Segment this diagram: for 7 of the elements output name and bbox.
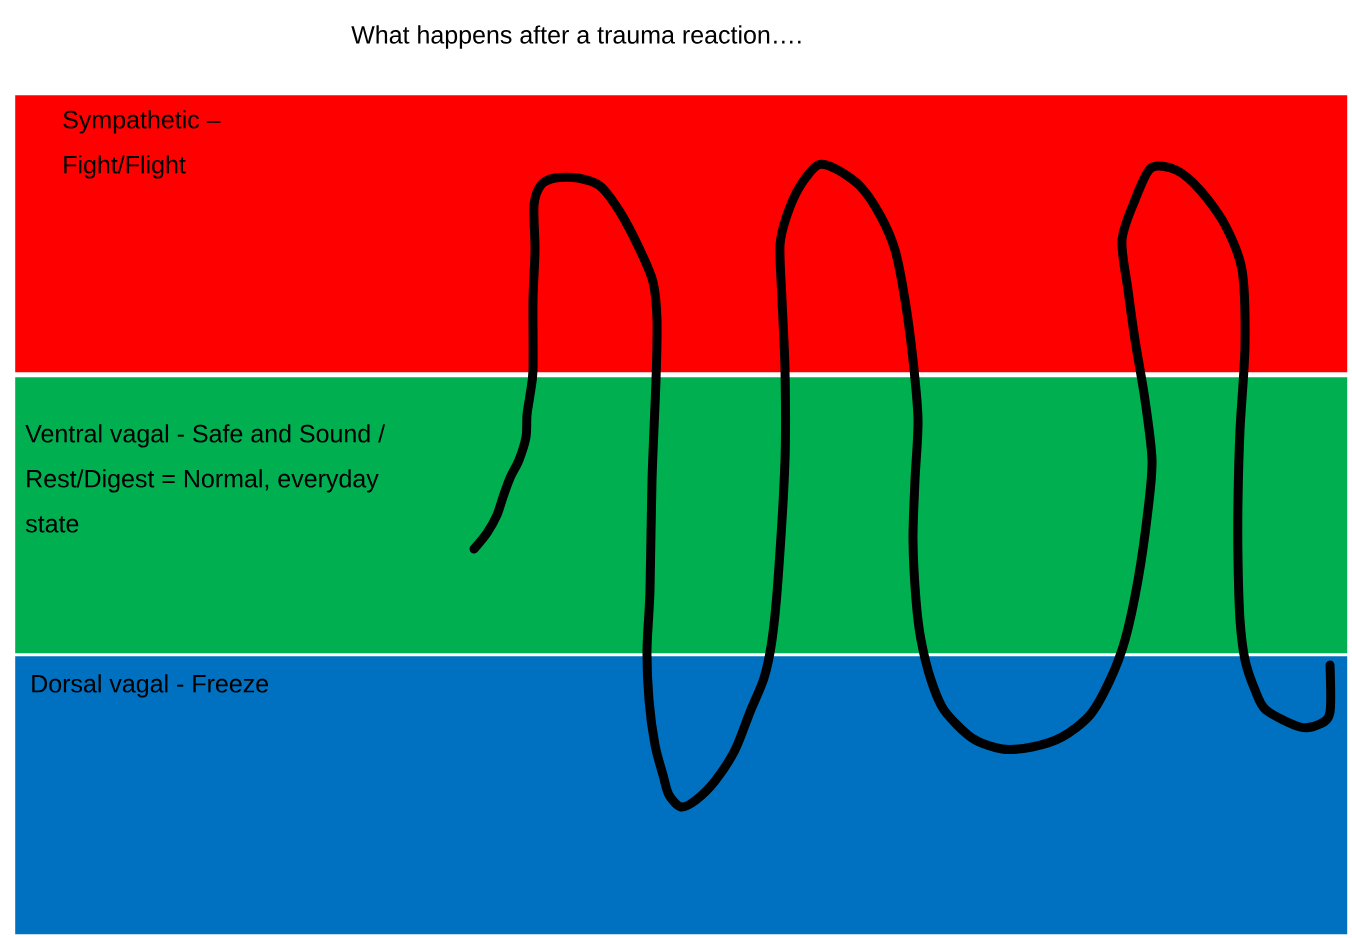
state-band xyxy=(15,377,1348,654)
band-label: Sympathetic – Fight/Flight xyxy=(63,110,221,179)
state-band xyxy=(15,95,1348,373)
title: What happens after a trauma reaction…. xyxy=(351,25,801,49)
state-band xyxy=(15,656,1348,935)
band-label: Dorsal vagal - Freeze xyxy=(32,674,268,698)
band-label: Ventral vagal - Safe and Sound / Rest/Digest = Normal, everyday state xyxy=(25,424,386,533)
